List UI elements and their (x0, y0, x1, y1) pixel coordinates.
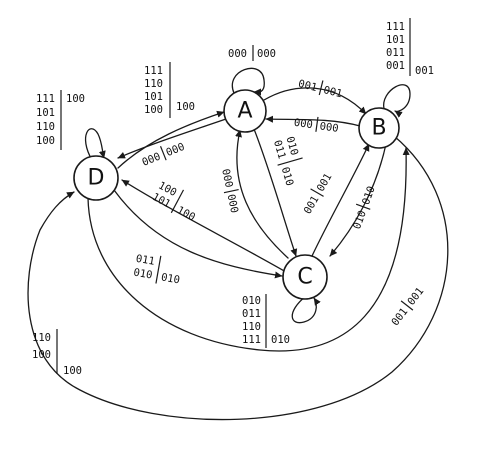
label-a-to-d: 000 000 (140, 141, 186, 169)
edge-a-to-d (117, 118, 227, 159)
label-b-to-a-output: 000 (319, 120, 339, 135)
label-c-to-b: 001 001 (302, 171, 335, 216)
label-d-to-a-input-3: 100 (144, 104, 163, 116)
label-c-to-a-output: 000 (225, 193, 241, 214)
edge-b-to-d (27, 135, 449, 421)
label-d-to-c: 011 010 010 (132, 253, 181, 287)
label-b-to-d-output: 001 (405, 285, 426, 307)
label-b-to-a-input-0: 000 (293, 117, 313, 132)
label-c-to-a-input-0: 000 (219, 168, 235, 189)
state-a-circle (223, 89, 267, 133)
label-c-to-b-output: 001 (315, 171, 335, 193)
label-c-self-loop-input-3: 111 (242, 334, 261, 346)
label-d-to-b-input-1: 100 (32, 349, 51, 361)
edge-c-to-a (235, 129, 289, 259)
state-c: C (282, 254, 328, 300)
edge-b-to-a (265, 115, 361, 127)
label-a-to-b-output: 001 (322, 84, 343, 100)
label-b-self-loop-input-3: 001 (386, 60, 405, 72)
state-c-circle (282, 254, 328, 300)
label-a-self-loop-output: 000 (257, 48, 276, 60)
label-b-to-d-input-0: 001 (389, 306, 410, 328)
label-c-self-loop-input-1: 011 (242, 308, 261, 320)
label-a-to-d-output: 000 (164, 141, 186, 159)
label-b-to-c-input-0: 010 (351, 209, 369, 231)
label-d-self-loop-input-0: 111 (36, 93, 55, 105)
label-b-to-c-output: 010 (360, 185, 378, 207)
state-b: B (358, 107, 400, 149)
label-d-self-loop-input-2: 110 (36, 121, 55, 133)
label-b-to-c: 010 010 (351, 185, 378, 231)
label-a-self-loop: 000 000 (228, 45, 276, 61)
label-d-self-loop-input-1: 101 (36, 107, 55, 119)
edge-c-self-loop (291, 295, 321, 324)
label-b-self-loop-input-1: 101 (386, 34, 405, 46)
label-a-to-d-input-0: 000 (140, 151, 162, 169)
label-d-to-b-output: 100 (63, 365, 82, 377)
label-d-self-loop: 111 101 110 100 100 (36, 90, 85, 150)
label-d-self-loop-input-3: 100 (36, 135, 55, 147)
label-d-to-b-input-0: 110 (32, 332, 51, 344)
label-d-to-a-output: 100 (176, 101, 195, 113)
state-b-label: B (371, 116, 386, 141)
label-a-to-c-input-1: 011 (271, 139, 288, 161)
label-a-to-c: 010 011 010 (271, 135, 303, 188)
label-d-to-c-output: 010 (160, 271, 181, 286)
state-b-circle (358, 107, 400, 149)
label-d-to-c-input-0: 011 (135, 253, 156, 268)
label-a-to-c-input-0: 010 (283, 135, 300, 157)
label-d-to-c-input-1: 010 (132, 267, 153, 282)
label-c-self-loop-input-2: 110 (242, 321, 261, 333)
label-b-to-a: 000 000 (293, 117, 339, 135)
edge-c-to-d (121, 179, 287, 273)
state-a-label: A (237, 99, 252, 124)
edge-b-self-loop (383, 84, 411, 118)
edge-b-to-c (329, 143, 387, 257)
label-a-to-b: 001 001 (297, 78, 344, 101)
edge-d-to-b (87, 147, 410, 352)
state-d: D (73, 155, 119, 201)
label-b-self-loop: 111 101 011 001 001 (386, 18, 434, 77)
state-a: A (223, 89, 267, 133)
label-b-self-loop-input-0: 111 (386, 21, 405, 33)
edge-a-to-c (253, 128, 298, 257)
label-d-self-loop-output: 100 (66, 93, 85, 105)
label-c-self-loop-output: 010 (271, 334, 290, 346)
label-d-to-a-input-0: 111 (144, 65, 163, 77)
state-d-label: D (88, 166, 105, 191)
label-c-to-b-input-0: 001 (302, 194, 322, 216)
label-d-to-a: 111 110 101 100 100 (144, 62, 195, 118)
label-b-to-d: 001 001 (389, 285, 426, 328)
edge-c-to-b (311, 143, 370, 257)
state-d-circle (73, 155, 119, 201)
edge-d-self-loop (84, 128, 106, 161)
edge-a-self-loop (231, 67, 265, 96)
edge-a-to-b (263, 87, 367, 115)
state-c-label: C (297, 265, 312, 290)
label-b-self-loop-input-2: 011 (386, 47, 405, 59)
label-d-to-a-input-2: 101 (144, 91, 163, 103)
label-c-self-loop-input-0: 010 (242, 295, 261, 307)
label-c-to-d: 100 101 100 (150, 179, 197, 223)
label-d-to-b: 110 100 100 (32, 329, 82, 377)
edge-d-to-c (113, 189, 283, 279)
label-c-self-loop: 010 011 110 111 010 (242, 294, 290, 348)
edge-d-to-a (117, 110, 225, 169)
label-a-to-c-output: 010 (279, 166, 296, 188)
label-a-to-b-input-0: 001 (297, 78, 318, 94)
label-b-self-loop-output: 001 (415, 65, 434, 77)
label-d-to-a-input-1: 110 (144, 78, 163, 90)
label-c-to-a: 000 000 (219, 168, 241, 214)
label-a-self-loop-input-0: 000 (228, 48, 247, 60)
